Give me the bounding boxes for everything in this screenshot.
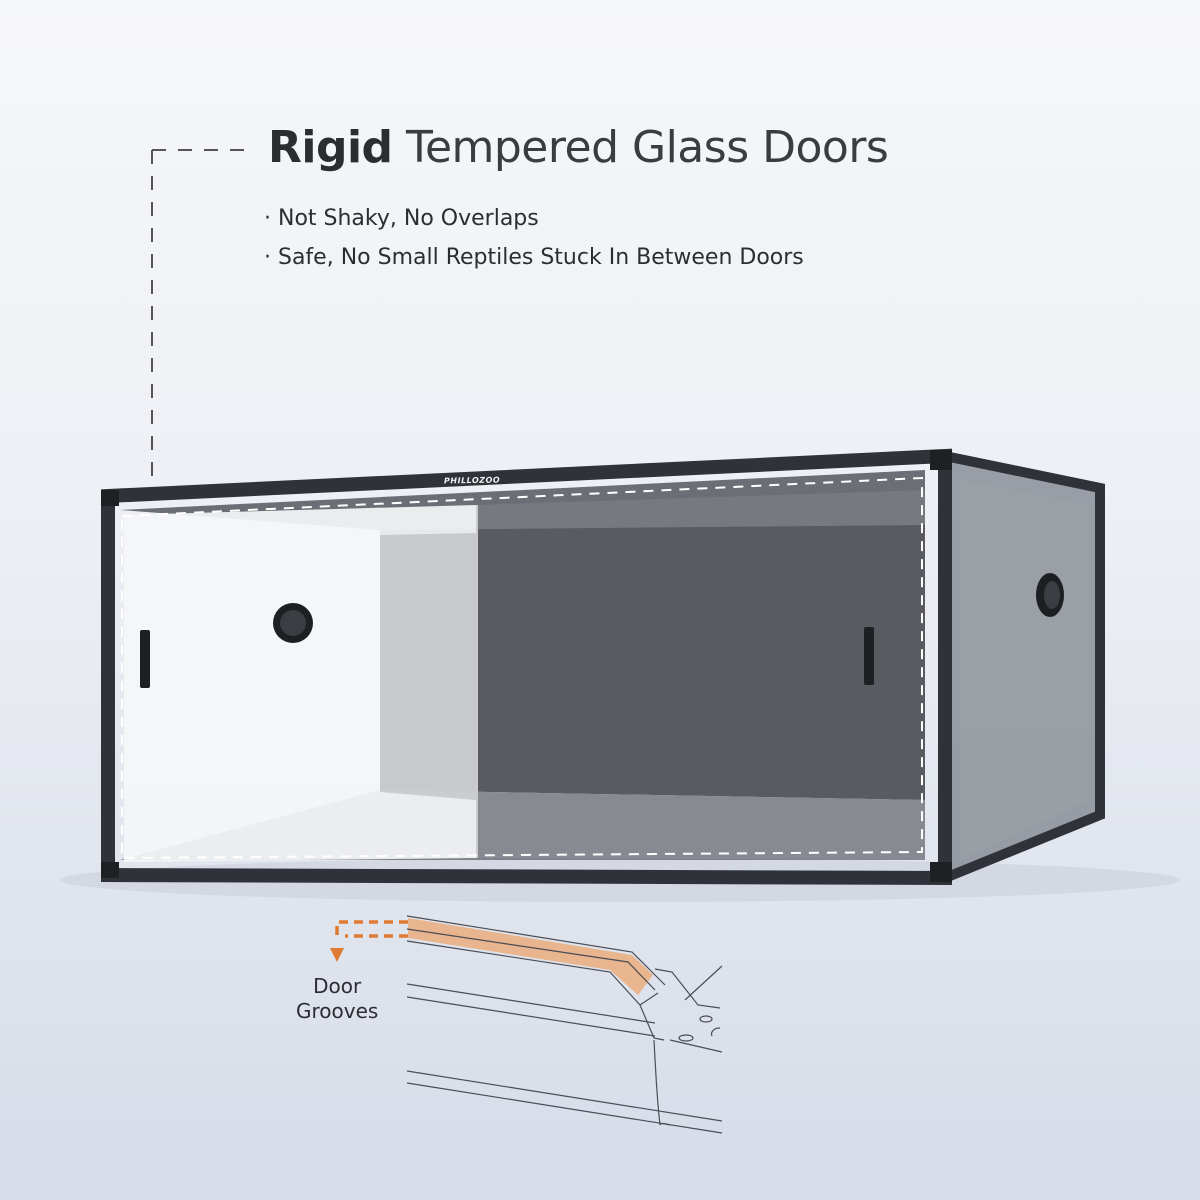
- side-vent-icon: [1036, 573, 1064, 617]
- arrow-down-icon: [330, 948, 344, 962]
- left-glass-door: [124, 505, 476, 862]
- feature-bullet: · Safe, No Small Reptiles Stuck In Betwe…: [264, 245, 804, 270]
- back-panel: [380, 520, 925, 800]
- door-grooves-label: Door Grooves: [296, 974, 378, 1024]
- right-door-handle: [864, 627, 874, 685]
- headline-bold: Rigid: [268, 122, 393, 173]
- door-outline-dashed: [121, 476, 923, 860]
- headline-rest: Tempered Glass Doors: [406, 122, 889, 173]
- leader-dashed-line: [151, 149, 245, 480]
- headline: Rigid Tempered Glass Doors: [268, 122, 889, 173]
- callout-line2: Grooves: [296, 999, 379, 1023]
- callout-line1: Door: [313, 974, 362, 998]
- right-glass-door: [478, 490, 925, 860]
- callout-dashed-arrow: [335, 920, 408, 938]
- feature-bullet: · Not Shaky, No Overlaps: [264, 206, 539, 231]
- groove-detail-drawing: [406, 915, 723, 1134]
- vent-icon: [273, 603, 313, 643]
- left-door-handle: [140, 630, 150, 688]
- brand-logo: PHILLOZOO: [443, 475, 501, 486]
